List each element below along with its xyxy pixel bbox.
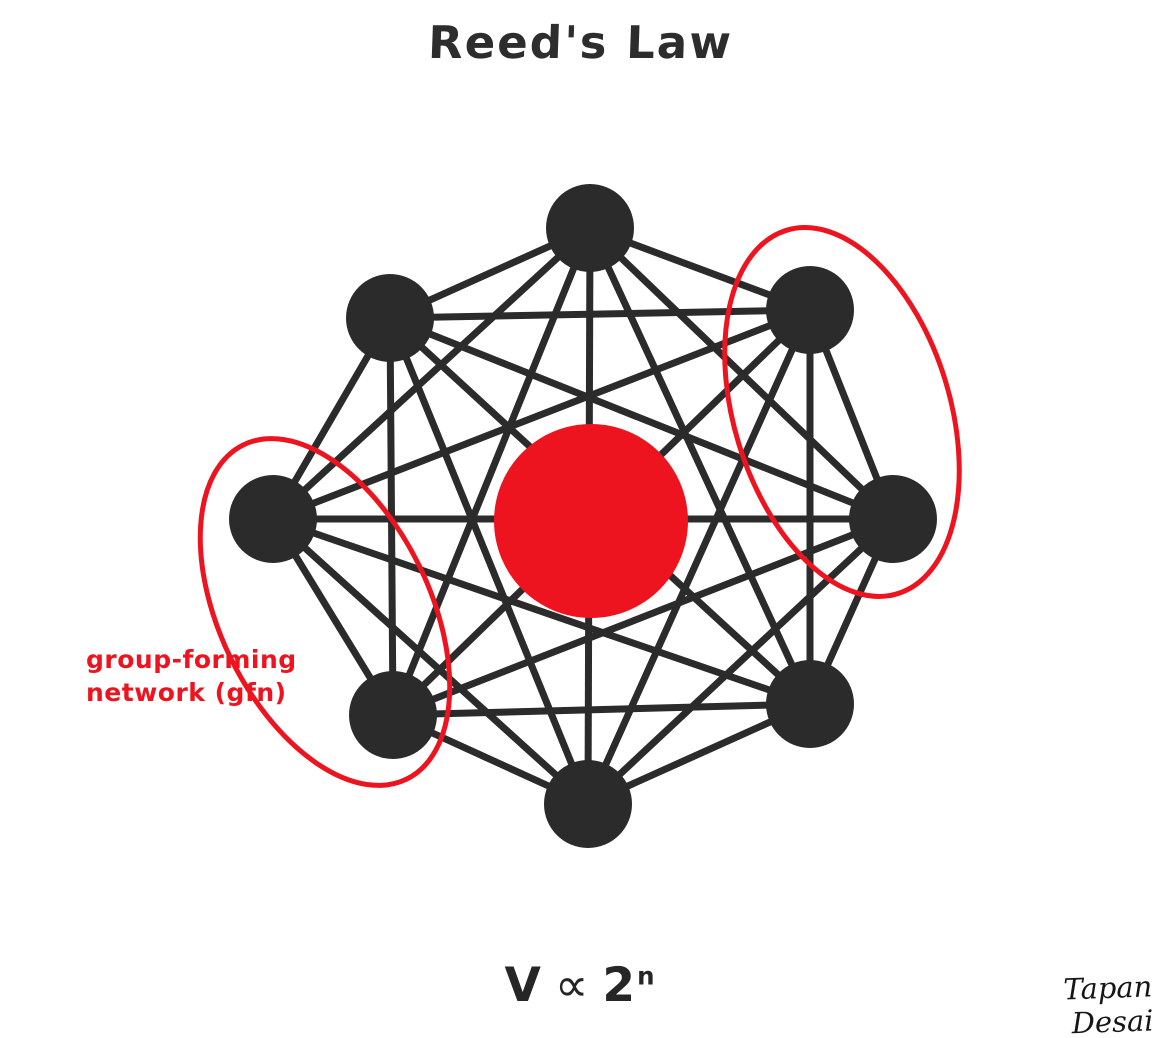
- formula-lhs: V: [504, 958, 543, 1013]
- gfn-annotation: group-forming network (gfn): [86, 644, 297, 709]
- network-edge-right-bottom: [585, 516, 896, 807]
- network-edge-right-bottom-left: [391, 515, 895, 719]
- network-edge-top-right-bottom: [584, 308, 814, 806]
- gfn-annotation-line2: network (gfn): [86, 677, 287, 707]
- formula-base: 2: [602, 958, 638, 1013]
- network-edge-top-bottom-right: [586, 226, 814, 706]
- network-edge-bottom-right-left: [271, 515, 812, 708]
- network-edge-top-bottom-left: [389, 226, 594, 717]
- network-edge-bottom-left: [270, 516, 591, 807]
- network-node-right: [849, 475, 937, 563]
- network-node-bottom: [544, 760, 632, 848]
- gfn-annotation-line1: group-forming: [86, 645, 297, 674]
- network-edge-top-right-top-left: [389, 306, 811, 322]
- signature-name: Tapan Desai: [1062, 969, 1155, 1038]
- central-hub-node: [494, 424, 688, 618]
- group-ellipse-left-group: [197, 436, 453, 788]
- formula-exponent: n: [637, 961, 657, 991]
- network-edge-top-left: [270, 225, 593, 522]
- network-node-left: [229, 475, 317, 563]
- network-node-bottom-right: [766, 660, 854, 748]
- network-edge-right-top-left: [388, 314, 895, 523]
- network-node-top: [546, 184, 634, 272]
- network-edge-bottom-top-left: [386, 316, 592, 806]
- signature: Tapan Desai: [1002, 969, 1154, 1038]
- network-node-top-left: [346, 274, 434, 362]
- group-ellipse-right-group: [722, 225, 962, 599]
- network-node-bottom-left: [349, 671, 437, 759]
- network-node-top-right: [766, 266, 854, 354]
- formula: V∝2n: [0, 958, 1161, 1013]
- proportional-symbol: ∝: [554, 958, 591, 1013]
- network-edge-bottom-right-bottom-left: [392, 700, 811, 719]
